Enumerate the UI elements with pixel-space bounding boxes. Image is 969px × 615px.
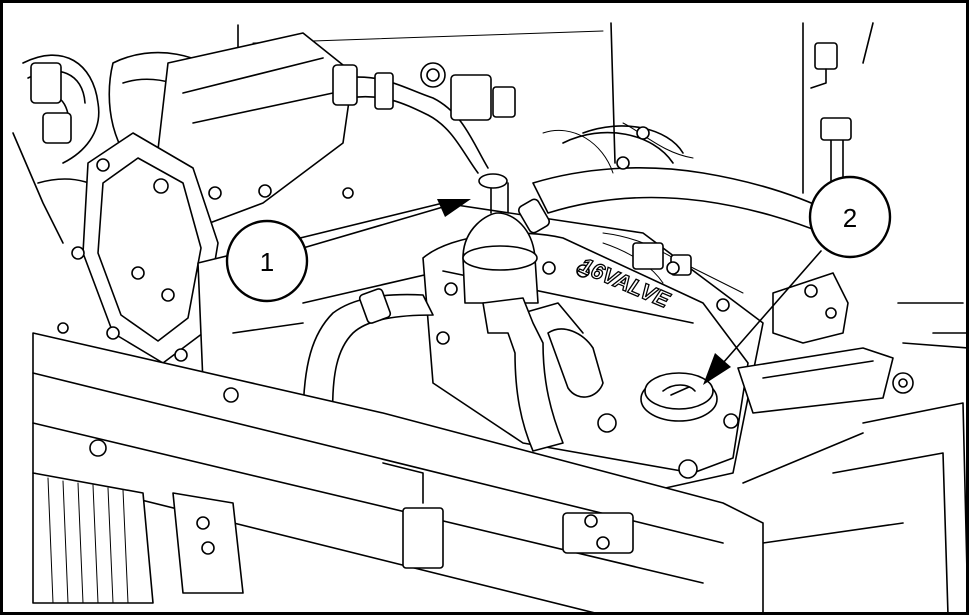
callout-1-leader bbox=[302, 199, 471, 249]
corrugated-hose bbox=[32, 472, 244, 604]
callout-1: 1 bbox=[225, 219, 309, 303]
wiring-harness-left bbox=[12, 54, 114, 244]
callout-1-label: 1 bbox=[260, 247, 274, 277]
callout-2-label: 2 bbox=[843, 203, 857, 233]
breather-hose-top bbox=[332, 62, 516, 174]
coolant-hose-top bbox=[532, 125, 834, 236]
engine-line-drawing: 16VALVE bbox=[12, 22, 966, 612]
throttle-body-plate bbox=[71, 132, 222, 364]
misc-bolts bbox=[57, 184, 450, 457]
sensor-top-right bbox=[810, 42, 852, 204]
oil-filler-cap bbox=[640, 372, 718, 422]
wiring-center bbox=[542, 122, 744, 294]
callout-2: 2 bbox=[808, 175, 892, 259]
pcv-valve-dome bbox=[462, 173, 550, 304]
frame-crossmember bbox=[32, 332, 764, 612]
right-side-panel bbox=[742, 402, 966, 612]
engine-mount-bracket bbox=[737, 272, 966, 414]
callout-2-leader bbox=[703, 250, 822, 385]
